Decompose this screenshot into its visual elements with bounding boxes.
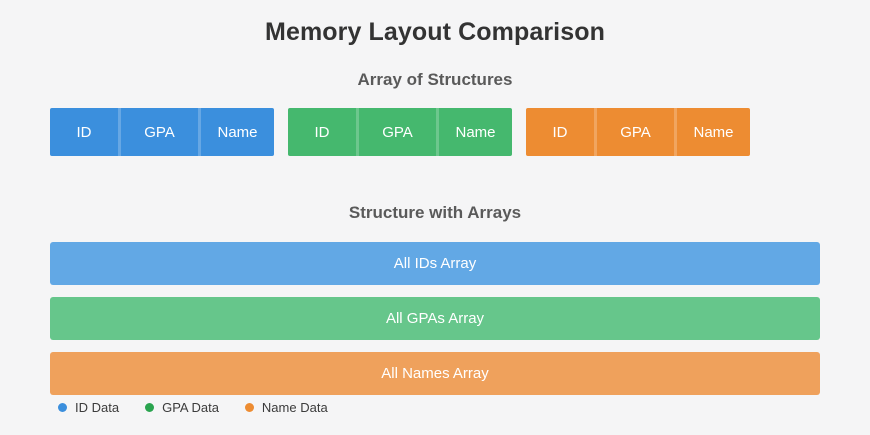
legend-label: ID Data xyxy=(75,400,120,415)
legend-label: GPA Data xyxy=(162,400,219,415)
struct-cell-gpa: GPA xyxy=(356,108,436,156)
struct-group-1: ID GPA Name xyxy=(50,108,274,156)
struct-cell-id: ID xyxy=(526,108,594,156)
legend-dot-icon xyxy=(244,403,254,412)
struct-cell-name: Name xyxy=(674,108,750,156)
section-title-array-of-structures: Array of Structures xyxy=(357,70,513,89)
struct-group-2: ID GPA Name xyxy=(288,108,512,156)
array-bar-ids: All IDs Array xyxy=(50,242,820,285)
struct-cell-name: Name xyxy=(436,108,512,156)
legend-dot-icon xyxy=(145,403,155,412)
section-title-structure-with-arrays: Structure with Arrays xyxy=(348,203,522,222)
struct-cell-gpa: GPA xyxy=(118,108,198,156)
struct-group-3: ID GPA Name xyxy=(526,108,750,156)
struct-cell-gpa: GPA xyxy=(594,108,674,156)
array-bar-gpas: All GPAs Array xyxy=(50,297,820,340)
array-of-structures-row: ID GPA Name ID GPA Name ID GPA Name xyxy=(50,108,820,156)
array-bar-names: All Names Array xyxy=(50,352,820,395)
legend-dot-icon xyxy=(58,403,67,412)
legend-item-gpa-data: GPA Data xyxy=(145,400,219,415)
struct-cell-name: Name xyxy=(198,108,274,156)
struct-cell-id: ID xyxy=(288,108,356,156)
page-title: Memory Layout Comparison xyxy=(265,18,605,46)
legend-item-id-data: ID Data xyxy=(58,400,119,415)
legend-item-name-data: Name Data xyxy=(244,400,328,415)
legend-label: Name Data xyxy=(261,400,328,415)
legend: ID Data GPA Data Name Data xyxy=(58,400,328,415)
struct-cell-id: ID xyxy=(50,108,118,156)
